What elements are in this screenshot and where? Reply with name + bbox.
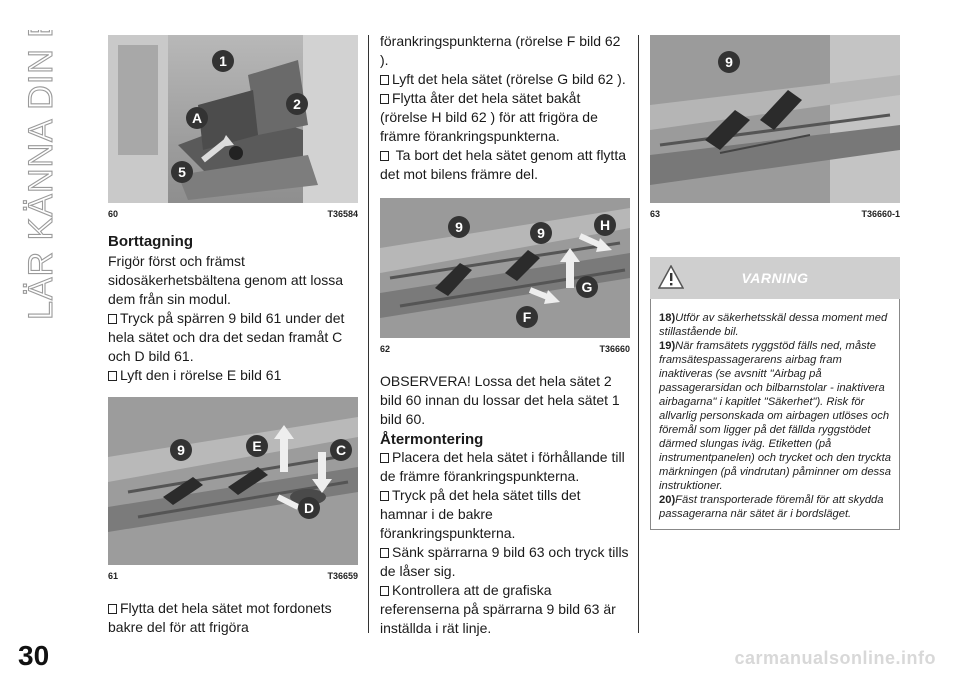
warning-title: VARNING — [741, 270, 809, 286]
marker-C: C — [330, 439, 352, 461]
removal-step-6: Ta bort det hela sätet genom att flytta … — [380, 147, 626, 182]
figure-63-image: 9 — [650, 35, 900, 203]
column-3: 9 63 T36660-1 VARNING 18)Utför av säkerh… — [650, 35, 900, 530]
figure-60-image: 1 2 A 5 — [108, 35, 358, 203]
side-chapter-title: LÄR KÄNNA DIN BIL — [8, 30, 68, 330]
checkbox-icon — [108, 604, 117, 614]
marker-D: D — [298, 497, 320, 519]
removal-step-1: Tryck på spärren 9 bild 61 under det hel… — [108, 310, 345, 364]
figure-61: 9 E C D 61 T36659 — [108, 397, 358, 581]
marker-9b: 9 — [530, 222, 552, 244]
checkbox-icon — [380, 491, 389, 501]
checkbox-icon — [380, 586, 389, 596]
figure-61-code: T36659 — [327, 571, 358, 581]
marker-5: 5 — [171, 161, 193, 183]
checkbox-icon — [108, 314, 117, 324]
warning-item-18: 18)Utför av säkerhetsskäl dessa moment m… — [659, 312, 888, 338]
reassembly-step-3: Sänk spärrarna 9 bild 63 och tryck tills… — [380, 544, 629, 579]
marker-9: 9 — [718, 51, 740, 73]
warning-item-20: 20)Fäst transporterade föremål för att s… — [659, 494, 884, 520]
checkbox-icon — [380, 548, 389, 558]
figure-63: 9 63 T36660-1 — [650, 35, 900, 219]
figure-62-caption: 62 T36660 — [380, 338, 630, 354]
marker-G: G — [576, 276, 598, 298]
page-number: 30 — [18, 640, 50, 671]
removal-intro: Frigör först och främst sidosäkerhetsbäl… — [108, 253, 344, 307]
figure-60: 1 2 A 5 60 T36584 — [108, 35, 358, 219]
watermark: carmanualsonline.info — [734, 648, 936, 668]
checkbox-icon — [380, 453, 389, 463]
figure-61-caption: 61 T36659 — [108, 565, 358, 581]
removal-heading: Borttagning — [108, 233, 193, 250]
figure-61-image: 9 E C D — [108, 397, 358, 565]
warning-body: 18)Utför av säkerhetsskäl dessa moment m… — [650, 299, 900, 530]
marker-1: 1 — [212, 50, 234, 72]
column-divider-2 — [638, 35, 639, 633]
marker-2: 2 — [286, 93, 308, 115]
figure-63-caption: 63 T36660-1 — [650, 203, 900, 219]
figure-63-number: 63 — [650, 209, 661, 219]
figure-61-number: 61 — [108, 571, 119, 581]
column-2: förankringspunkterna (rörelse F bild 62 … — [380, 32, 630, 638]
figure-63-code: T36660-1 — [861, 209, 900, 219]
marker-9a: 9 — [448, 216, 470, 238]
removal-step-2: Lyft den i rörelse E bild 61 — [108, 366, 358, 385]
removal-step-4: Lyft det hela sätet (rörelse G bild 62 )… — [380, 70, 630, 89]
marker-H: H — [594, 214, 616, 236]
figure-62-number: 62 — [380, 344, 391, 354]
reassembly-heading: Återmontering — [380, 431, 484, 448]
removal-step-3-cont: förankringspunkterna (rörelse F bild 62 … — [380, 33, 621, 68]
reassembly-step-2: Tryck på det hela sätet tills det hamnar… — [380, 487, 581, 541]
column-divider-1 — [368, 35, 369, 633]
marker-E: E — [246, 435, 268, 457]
side-chapter-title-text: LÄR KÄNNA DIN BIL — [22, 30, 60, 320]
removal-step-5: Flytta åter det hela sätet bakåt (rörels… — [380, 90, 598, 144]
figure-60-code: T36584 — [327, 209, 358, 219]
checkbox-icon — [380, 75, 389, 85]
figure-60-number: 60 — [108, 209, 119, 219]
marker-A: A — [186, 107, 208, 129]
warning-box: VARNING 18)Utför av säkerhetsskäl dessa … — [650, 257, 900, 530]
warning-item-19: 19)När framsätets ryggstöd fälls ned, må… — [659, 340, 891, 492]
reassembly-step-1: Placera det hela sätet i förhållande til… — [380, 449, 625, 484]
figure-62-image: 9 9 H G F — [380, 198, 630, 338]
warning-triangle-icon — [658, 265, 684, 289]
removal-step-3: Flytta det hela sätet mot fordonets bakr… — [108, 600, 332, 635]
checkbox-icon — [108, 371, 117, 381]
checkbox-icon — [380, 151, 389, 161]
checkbox-icon — [380, 94, 389, 104]
figure-60-caption: 60 T36584 — [108, 203, 358, 219]
figure-62: 9 9 H G F 62 T36660 — [380, 198, 630, 354]
figure-62-code: T36660 — [599, 344, 630, 354]
reassembly-step-4: Kontrollera att de grafiska referenserna… — [380, 582, 616, 636]
note-text: OBSERVERA! Lossa det hela sätet 2 bild 6… — [380, 373, 620, 427]
marker-F: F — [516, 306, 538, 328]
column-1: 1 2 A 5 60 T36584 Borttagning Frigör för… — [108, 35, 358, 637]
warning-header: VARNING — [650, 257, 900, 299]
marker-9: 9 — [170, 439, 192, 461]
